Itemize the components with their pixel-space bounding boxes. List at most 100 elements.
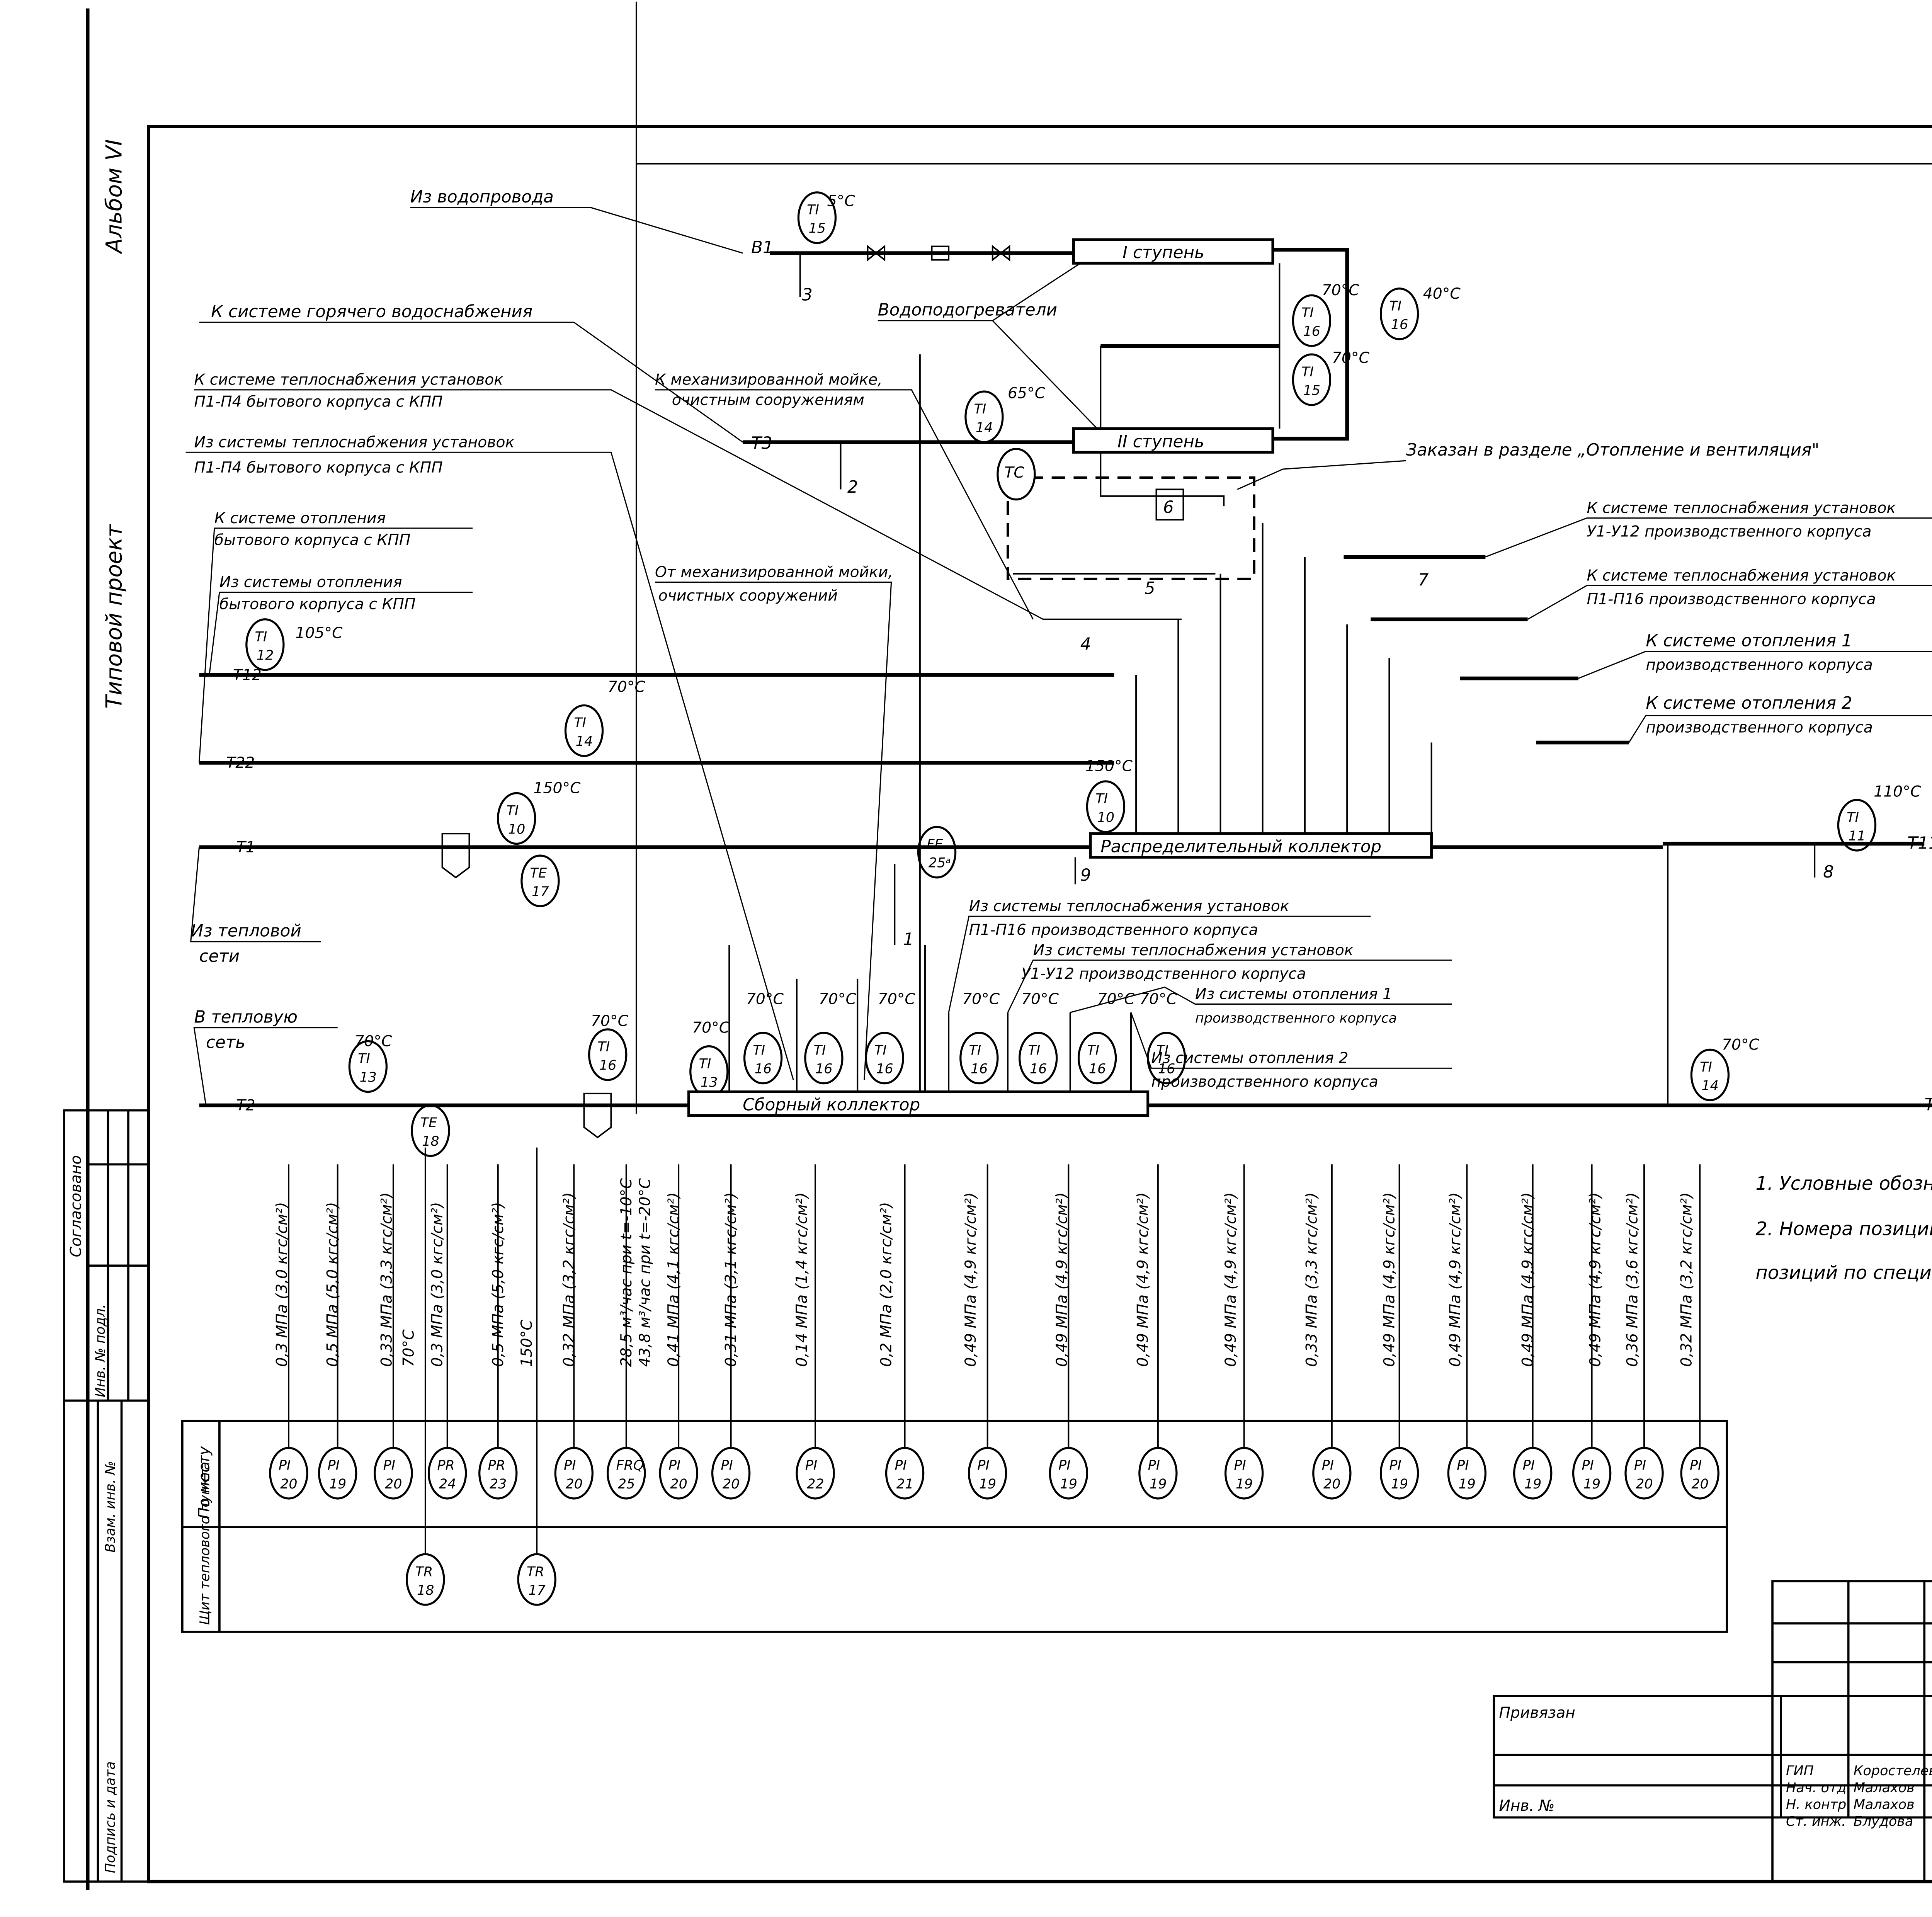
stamp-agreed: Согласовано [68,1155,85,1257]
signature-role: ГИП [1786,1763,1814,1779]
instrument-number: 19 [1458,1476,1475,1492]
instrument-tag: TI [1087,1043,1099,1058]
field-instrument-te: TE 17 [520,854,560,907]
instrument-tag: PI [895,1458,906,1473]
instrument-number: 25 [618,1476,635,1492]
instrument-tag: PR [437,1458,454,1473]
reading-label: 0,49 МПа (4,9 кгс/см²) [1381,1192,1398,1367]
instrument-tag: PI [1148,1458,1160,1473]
instrument-tag: TI [255,629,267,645]
dist-collector-label: Распределительный коллектор [1100,837,1381,856]
instrument-tag: TR [527,1564,544,1580]
position-7: 7 [1418,570,1429,590]
temp-70-m: 70°C [1139,990,1177,1008]
temp-70-e: 70°C [591,1012,629,1030]
instrument-number: 16 [1303,324,1320,339]
label-from-wash-2: очистных сооружений [658,587,838,605]
position-1: 1 [903,930,914,949]
title-block: ТП 503-2-17с.86-АП Автотранспортное пред… [1493,1580,1932,1883]
temp-70-j: 70°C [962,990,1000,1008]
instrument-number: 14 [976,420,993,435]
label-to-network-2: сеть [206,1032,245,1052]
temp-110: 110°C [1874,783,1921,800]
instrument-tag: TI [969,1043,981,1058]
instrument-number: 14 [1702,1078,1719,1094]
signature-role: Ст. инж. [1786,1814,1846,1829]
readings: 0,3 МПа (3,0 кгс/см²)0,5 МПа (5,0 кгс/см… [274,1178,1696,1367]
instrument-tag: PI [1634,1458,1646,1473]
instrument-number: 24 [439,1476,456,1492]
pipe-T2: Т2 [236,1097,255,1114]
label-from-heat1-1: Из системы отопления 1 [1195,985,1392,1003]
instrument-tag: PI [383,1458,395,1473]
notes: 1. Условные обозначения выполнены по ОСТ… [1755,1173,1932,1284]
heater-stage-2 [1072,427,1274,454]
reading-label: 0,2 МПа (2,0 кгс/см²) [878,1202,895,1367]
instrument-number: 16 [1391,317,1408,333]
instrument-number: 21 [896,1476,913,1492]
instrument-tag: TE [420,1115,437,1131]
stage-2-label: II ступень [1117,432,1204,451]
reading-label: 0,32 МПа (3,2 кгс/см²) [1678,1192,1695,1367]
field-instruments: TI15TI16TI16TI15TI14TI12TI14TI10TE17TI10… [245,191,1877,1157]
instrument-number: 16 [599,1058,616,1073]
instrument-number: 17 [528,1583,545,1598]
label-to-heat-p1p4-2: П1-П4 бытового корпуса с КПП [194,393,442,410]
instrument-tag: TI [1389,299,1401,314]
instrument-tag: TI [1700,1060,1712,1075]
temp-5: 5°C [827,192,855,210]
instrument-tag: TE [530,866,547,881]
instrument-number: 20 [280,1476,297,1492]
reading-label: 0,32 МПа (3,2 кгс/см²) [560,1192,578,1367]
label-to-heating-kpp-1: К системе отопления [214,510,386,527]
signature-name: Малахов [1854,1797,1915,1813]
instrument-number: 19 [1236,1476,1253,1492]
reading-label: 0,41 МПа (4,1 кгс/см²) [665,1192,682,1367]
instrument-number: 17 [532,884,549,900]
local-instruments: PI20PI19PI20PR24PR23PI20FRQ25PI20PI20PI2… [269,1164,1719,1500]
instrument-tag: PI [721,1458,733,1473]
instrument-number: 15 [809,221,826,236]
pipe-T21: Т21 [1924,1095,1932,1115]
label-from-water-main: Из водопровода [410,187,554,207]
temp-70-d: 70°C [354,1033,392,1050]
reading-label: 43,8 м³/час при t=-20°C [636,1178,654,1367]
instrument-tag: FE [927,837,943,852]
instrument-number: 16 [815,1061,832,1077]
instrument-tag: PR [488,1458,505,1473]
temp-150-b: 150°C [1085,758,1133,775]
instrument-number: 15 [1303,383,1320,398]
field-instrument-ti: TI 14 [964,390,1004,443]
temp-70-b: 70°C [1332,349,1370,367]
label-from-heating-kpp-2: бытового корпуса с КПП [219,596,416,613]
coll-collector-label: Сборный коллектор [743,1095,920,1115]
temp-70-n: 70°C [1722,1036,1760,1053]
position-9: 9 [1080,866,1091,885]
label-from-heat2-2: производственного корпуса [1151,1073,1378,1090]
instrument-tag: TR [415,1564,433,1580]
album-label: Альбом VI [102,139,127,255]
pipe-T3: Т3 [751,434,772,453]
instrument-tag: TI [974,401,986,417]
temp-70-g: 70°C [746,990,784,1008]
label-from-network-2: сети [199,946,240,966]
stamp-inv-orig: Инв. № подл. [93,1304,108,1397]
instrument-tag: PI [1322,1458,1334,1473]
inv-label: Инв. № [1499,1797,1554,1815]
reading-label: 0,14 МПа (1,4 кгс/см²) [793,1192,811,1367]
reading-label: 0,36 МПа (3,6 кгс/см²) [1624,1192,1641,1367]
instrument-tag: PI [1389,1458,1401,1473]
label-to-p1p16-2: П1-П16 производственного корпуса [1587,590,1876,608]
